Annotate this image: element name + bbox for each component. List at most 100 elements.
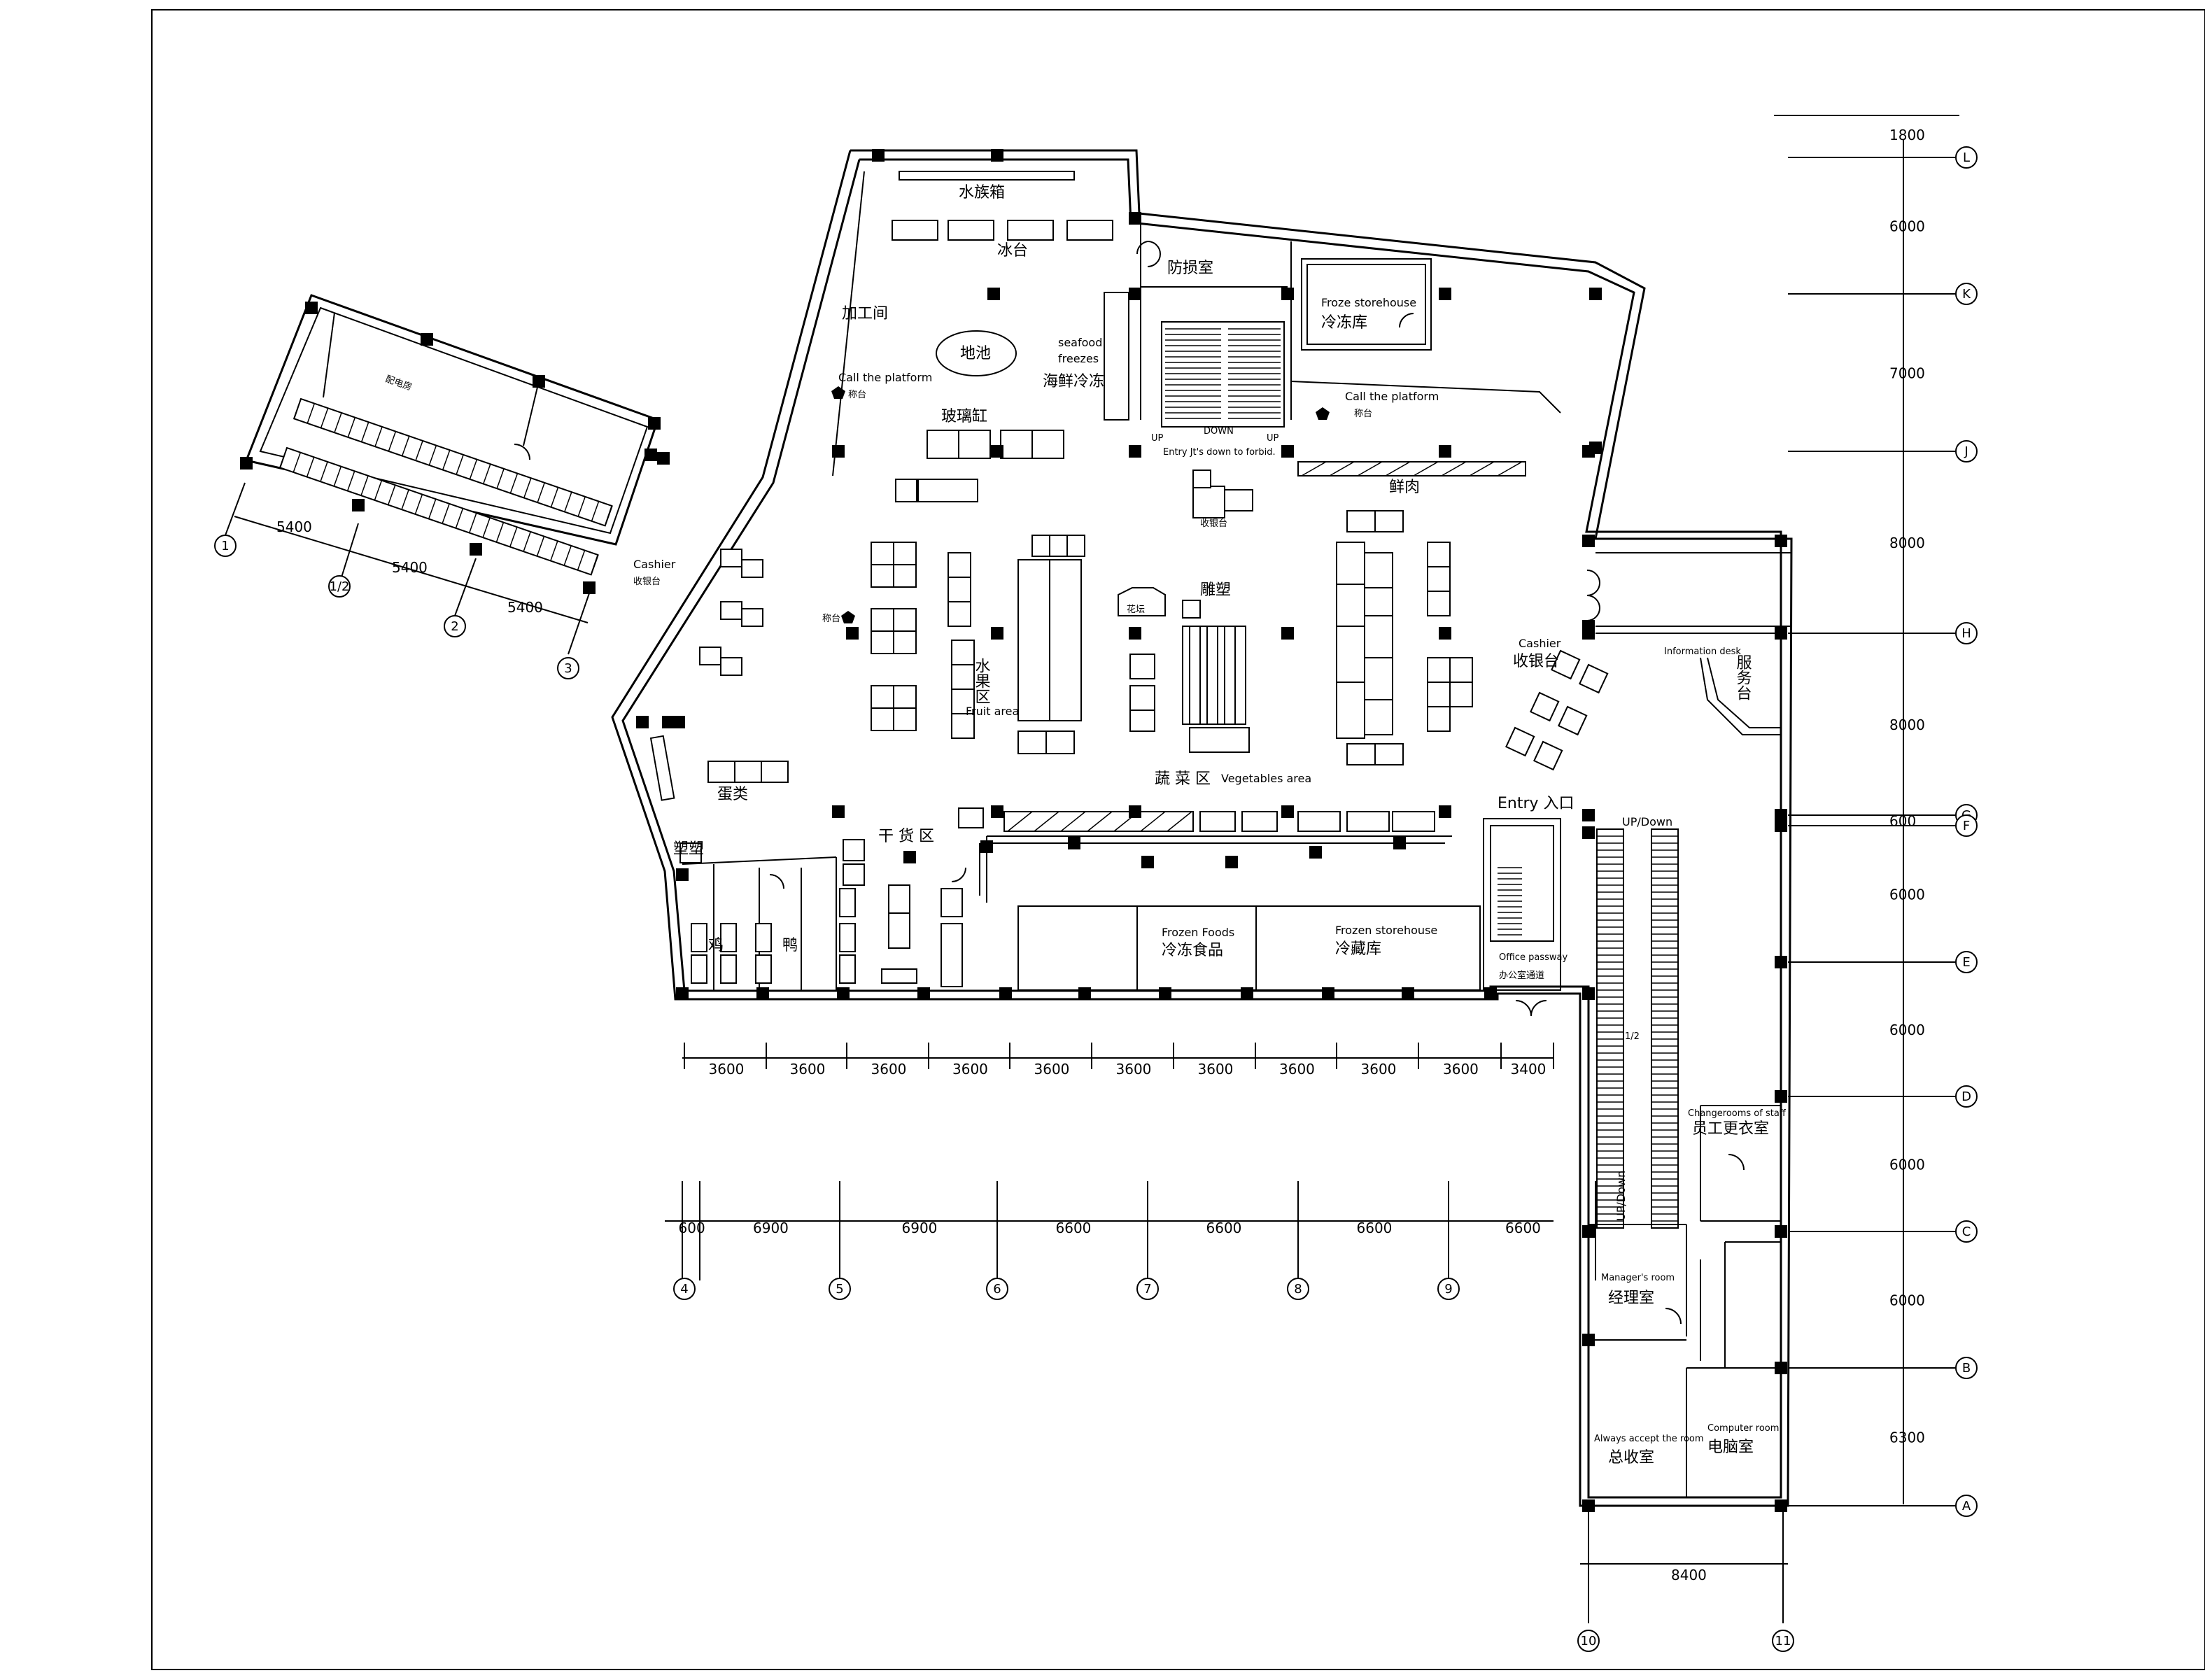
label-office-passway-en: Office passway bbox=[1499, 952, 1568, 963]
label-accept-en: Always accept the room bbox=[1594, 1434, 1704, 1444]
column-7 bbox=[987, 288, 1000, 300]
counter-hatch bbox=[1329, 461, 1355, 477]
axis-bubble-label: 1 bbox=[221, 539, 229, 553]
label-frozen-storehouse-cn: 冷藏库 bbox=[1335, 940, 1381, 958]
shelf-divider bbox=[495, 522, 505, 542]
shelf-divider bbox=[388, 431, 397, 451]
label-up-down-top: UP/Down bbox=[1622, 815, 1672, 828]
axis-bubble-label: 6 bbox=[993, 1282, 1001, 1297]
column-32 bbox=[676, 868, 689, 881]
dim-row2-label: 6900 bbox=[902, 1220, 938, 1236]
column-2 bbox=[1129, 212, 1141, 225]
column-72 bbox=[305, 302, 318, 314]
column-46 bbox=[1582, 826, 1595, 839]
axis-bubble bbox=[1955, 622, 1978, 644]
column-16 bbox=[1129, 627, 1141, 640]
label-changeroom-cn: 员工更衣室 bbox=[1692, 1120, 1769, 1138]
column-66 bbox=[470, 543, 482, 556]
axis-bubble bbox=[1437, 1278, 1460, 1300]
axis-bubble-label: L bbox=[1963, 150, 1970, 165]
counter-hatch bbox=[1301, 461, 1327, 477]
distribution-building bbox=[244, 294, 659, 576]
dim-right-label: 6000 bbox=[1889, 218, 1925, 235]
label-duck: 鸭 bbox=[782, 937, 798, 954]
shelf-divider bbox=[361, 422, 369, 442]
shelf-divider bbox=[374, 480, 383, 500]
shelf-divider bbox=[320, 408, 329, 428]
column-44 bbox=[1582, 987, 1595, 1000]
column-30 bbox=[1393, 837, 1406, 849]
shelf-divider bbox=[509, 526, 518, 547]
axis-bubble-label: E bbox=[1962, 955, 1970, 970]
label-damage-room: 防损室 bbox=[1167, 260, 1213, 277]
axis-bubble bbox=[1955, 1357, 1978, 1379]
axis-bubble-label: 5 bbox=[836, 1282, 843, 1297]
label-info-desk-en: Information desk bbox=[1664, 647, 1741, 657]
shelf-divider bbox=[414, 494, 423, 514]
column-28 bbox=[1225, 856, 1238, 868]
axis-bubble-label: 11 bbox=[1775, 1634, 1791, 1649]
shelf-divider bbox=[564, 491, 572, 512]
axis-bubble-label: 10 bbox=[1581, 1634, 1597, 1649]
dim-right-label: 6000 bbox=[1889, 1022, 1925, 1038]
label-seafood-en-1: seafood bbox=[1058, 336, 1102, 349]
label-manager-cn: 经理室 bbox=[1608, 1290, 1654, 1307]
label-distribution: 配电房 bbox=[384, 374, 414, 393]
column-41 bbox=[1322, 987, 1334, 1000]
label-display: 花坛 bbox=[1127, 604, 1145, 615]
dim-row2-label: 600 bbox=[679, 1220, 705, 1236]
label-vegetables-en: Vegetables area bbox=[1221, 772, 1311, 785]
dim-text: 5400 5400 5400 bbox=[276, 518, 543, 616]
column-48 bbox=[1775, 819, 1787, 832]
axis-bubble bbox=[1577, 1630, 1600, 1652]
label-entry: Entry 入口 bbox=[1498, 795, 1575, 812]
column-59 bbox=[1775, 627, 1787, 640]
shelf-divider bbox=[307, 403, 316, 423]
dim-diag-1: 5400 bbox=[276, 518, 312, 535]
label-vegetables-cn: 蔬 菜 区 bbox=[1155, 770, 1211, 788]
column-60 bbox=[1582, 620, 1595, 633]
shelf-divider bbox=[483, 463, 491, 484]
label-cashier-left-en: Cashier bbox=[633, 558, 676, 571]
axis-bubble bbox=[829, 1278, 851, 1300]
label-froze-storehouse-cn: 冷冻库 bbox=[1321, 314, 1367, 332]
column-3 bbox=[1129, 288, 1141, 300]
dim-right-label: 6000 bbox=[1889, 1292, 1925, 1309]
shelf-divider bbox=[415, 440, 423, 461]
dimension-lines bbox=[225, 115, 1942, 1623]
counter-hatch bbox=[1413, 461, 1439, 477]
column-35 bbox=[837, 987, 850, 1000]
column-52 bbox=[1775, 1362, 1787, 1374]
shelf-divider bbox=[496, 468, 505, 489]
column-33 bbox=[676, 987, 689, 1000]
axis-bubble bbox=[673, 1278, 696, 1300]
shelf-divider bbox=[401, 489, 409, 510]
label-computer-en: Computer room bbox=[1707, 1423, 1779, 1434]
label-fresh-meat: 鲜肉 bbox=[1389, 479, 1420, 496]
dim-row2-label: 6900 bbox=[753, 1220, 789, 1236]
shelf-divider bbox=[334, 412, 342, 433]
column-26 bbox=[1068, 837, 1080, 849]
column-37 bbox=[999, 987, 1012, 1000]
shelf-divider bbox=[563, 545, 572, 565]
axis-bubble-label: A bbox=[1962, 1499, 1971, 1513]
label-seafood-cn: 海鲜冷冻 bbox=[1043, 373, 1104, 390]
column-8 bbox=[832, 445, 845, 458]
label-cashier-left-cn: 收银台 bbox=[633, 577, 661, 587]
counter-hatch bbox=[1034, 811, 1059, 832]
label-manager-en: Manager's room bbox=[1601, 1273, 1675, 1283]
axis-bubble bbox=[1136, 1278, 1159, 1300]
column-57 bbox=[1582, 535, 1595, 547]
column-42 bbox=[1402, 987, 1414, 1000]
column-6 bbox=[1589, 288, 1602, 300]
columns bbox=[240, 149, 1787, 1512]
column-38 bbox=[1078, 987, 1091, 1000]
column-23 bbox=[1281, 805, 1294, 818]
column-15 bbox=[991, 627, 1003, 640]
axis-bubble-label: B bbox=[1962, 1361, 1971, 1376]
column-63 bbox=[662, 716, 675, 728]
label-frozen-foods-en: Frozen Foods bbox=[1162, 926, 1234, 939]
dim-row2-label: 6600 bbox=[1357, 1220, 1393, 1236]
shelf-divider bbox=[428, 498, 437, 519]
